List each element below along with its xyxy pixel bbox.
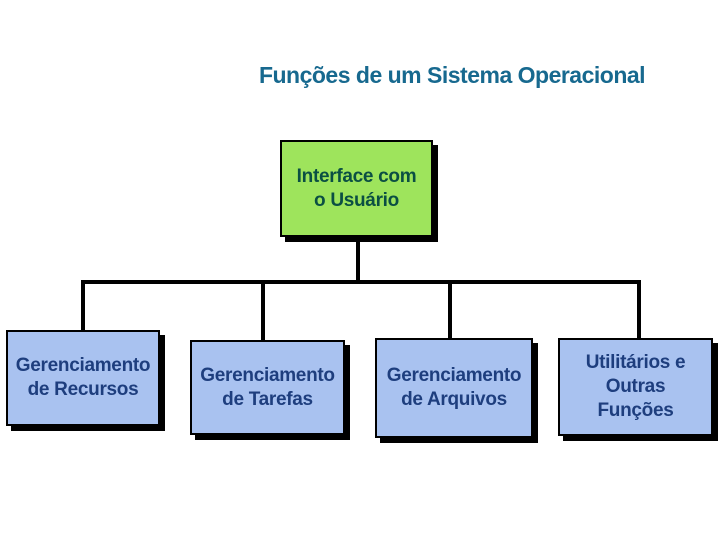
node-label-line: de Recursos (27, 379, 139, 400)
node-label-line: Funções (597, 400, 674, 421)
connector-trunk (356, 236, 360, 284)
node-label-line: Interface com (296, 165, 417, 187)
connector-stub-utilitarios (637, 280, 641, 340)
slide-title: Funções de um Sistema Operacional (258, 62, 646, 88)
node-gerenciamento-recursos: Gerenciamento de Recursos (6, 330, 160, 426)
node-label-line: Utilitários e (585, 352, 686, 373)
node-utilitarios-outras-funcoes: Utilitários e Outras Funções (558, 338, 713, 436)
node-label-line: de Arquivos (401, 389, 507, 410)
node-gerenciamento-arquivos: Gerenciamento de Arquivos (375, 338, 533, 438)
node-interface-usuario: Interface com o Usuário (280, 140, 433, 237)
connector-horizontal (81, 280, 641, 284)
connector-stub-tarefas (261, 280, 265, 342)
node-label-line: Gerenciamento (200, 364, 335, 386)
node-label-line: o Usuário (314, 189, 399, 211)
node-label-line: Gerenciamento (386, 365, 522, 386)
node-label-line: de Tarefas (222, 388, 313, 410)
node-label-line: Outras (605, 376, 666, 397)
node-label-line: Gerenciamento (15, 355, 151, 376)
node-gerenciamento-tarefas: Gerenciamento de Tarefas (190, 340, 345, 435)
connector-stub-arquivos (448, 280, 452, 340)
connector-stub-recursos (81, 280, 85, 332)
